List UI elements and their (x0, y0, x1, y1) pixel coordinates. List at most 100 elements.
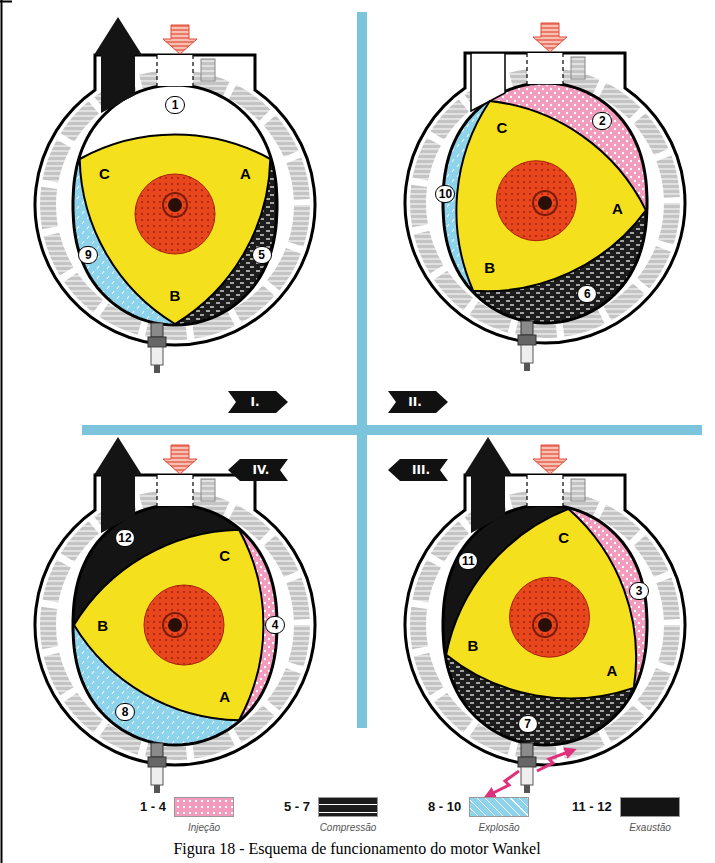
step-arrow (388, 391, 448, 413)
legend-text: Explosão (478, 822, 519, 833)
plug-terminal (524, 363, 530, 371)
spark-plug (148, 743, 166, 793)
shaft (538, 196, 552, 210)
intake-port-edge (526, 53, 527, 87)
apex-letter: A (606, 661, 617, 678)
step-number: IV. (253, 463, 270, 477)
plug-terminal (154, 365, 160, 373)
rotor (446, 509, 636, 699)
legend-swatch (174, 797, 234, 817)
plug-nut (148, 757, 166, 767)
callout-number: 5 (252, 246, 272, 264)
bore-outline (443, 83, 647, 323)
intake-port (527, 475, 563, 506)
callout-number: 7 (518, 715, 538, 733)
apex-letter: B (468, 637, 479, 654)
plug-insulator (521, 345, 533, 363)
step-arrow (388, 459, 448, 481)
port-fin (571, 479, 585, 501)
apex-letter: B (97, 617, 108, 634)
shaft-ring (533, 191, 557, 215)
shaft (168, 198, 182, 212)
chamber-fills (0, 0, 452, 534)
callout-number: 3 (629, 582, 649, 600)
divider-bar (82, 425, 702, 435)
callout-number: 6 (577, 285, 597, 303)
step-arrow (228, 459, 288, 481)
step-arrow (228, 391, 288, 413)
legend-swatch (469, 797, 529, 817)
shaft-ring (163, 613, 187, 637)
wankel-engine (218, 0, 715, 491)
figure-caption: Figura 18 - Esquema de funcionamento do … (173, 840, 540, 858)
spark-plug (518, 743, 536, 793)
intake-port-edge (562, 53, 563, 87)
intake-arrow (163, 445, 197, 474)
wankel-engine (249, 302, 715, 863)
apex-letter: C (99, 165, 110, 182)
intake-arrow (533, 23, 567, 52)
legend-range: 11 - 12 (572, 799, 612, 814)
plug-nut (518, 757, 536, 767)
wankel-engine (0, 0, 452, 534)
intake-port-edge (562, 475, 563, 509)
frame-line (0, 1, 12, 3)
spark-plug (148, 323, 166, 373)
exhaust-arrow (94, 437, 142, 533)
legend-text: Compressão (320, 822, 377, 833)
shaft (168, 618, 182, 632)
step-number: III. (412, 463, 430, 477)
intake-port (527, 53, 563, 84)
apex-letter: C (558, 529, 569, 546)
legend-text: Exaustão (629, 822, 671, 833)
plug-insulator (151, 347, 163, 365)
spark-plug (518, 321, 536, 371)
plug-thread (151, 323, 163, 337)
callout-number: 9 (78, 246, 98, 264)
chamber-fill (175, 54, 452, 534)
callout-number: 10 (435, 185, 455, 203)
plug-thread (521, 321, 533, 335)
rotor-gear (135, 174, 215, 254)
step-number: I. (250, 395, 259, 409)
port-fin (571, 57, 585, 79)
step-number: II. (408, 395, 422, 409)
intake-port (157, 55, 193, 86)
callout-number: 1 (165, 96, 185, 114)
legend-range: 5 - 7 (284, 799, 310, 814)
bore-outline (443, 505, 647, 745)
rotor-gear (510, 577, 590, 657)
exhaust-arrow (464, 437, 512, 533)
intake-arrow (163, 25, 197, 54)
exhaust-arrow (94, 17, 142, 113)
legend-range: 1 - 4 (140, 799, 166, 814)
apex-letter: B (484, 259, 495, 276)
apex-letter: A (240, 165, 251, 182)
apex-letter: A (612, 199, 623, 216)
intake-arrow (533, 445, 567, 474)
shaft (538, 618, 552, 632)
bore-outline (73, 85, 277, 325)
plug-terminal (154, 785, 160, 793)
callout-number: 11 (458, 552, 478, 570)
apex-letter: C (496, 118, 507, 135)
intake-port-edge (526, 475, 527, 509)
rotor (74, 530, 263, 721)
bore-outline (73, 505, 277, 745)
chamber-fills (218, 0, 715, 491)
plug-nut (518, 335, 536, 345)
intake-port-edge (192, 475, 193, 509)
plug-insulator (151, 767, 163, 785)
plug-thread (151, 743, 163, 757)
rotor-gear (144, 585, 224, 665)
callout-number: 12 (115, 529, 135, 547)
intake-port-edge (156, 55, 157, 89)
port-fin (201, 59, 215, 81)
apex-letter: C (219, 546, 230, 563)
frame-line (1, 0, 3, 863)
spark (489, 771, 519, 795)
plug-thread (521, 743, 533, 757)
callout-number: 4 (265, 616, 285, 634)
